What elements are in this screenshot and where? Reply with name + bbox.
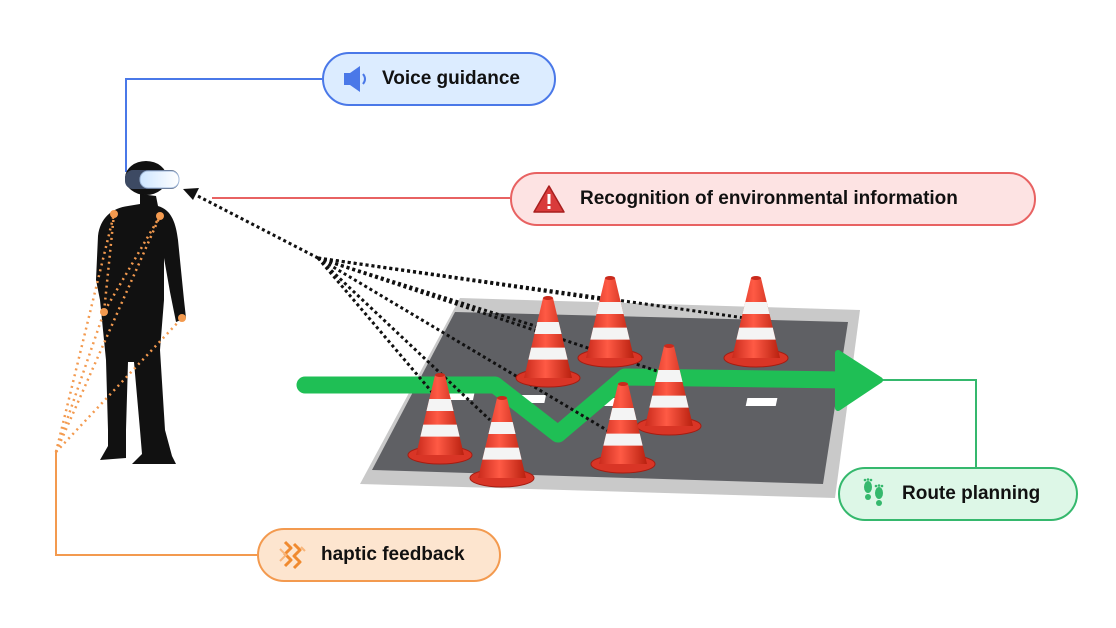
traffic-cone <box>590 382 656 474</box>
speaker-icon <box>342 64 368 94</box>
voice-guidance-box: Voice guidance <box>322 52 556 106</box>
recognition-box: Recognition of environmental information <box>510 172 1036 226</box>
traffic-cone <box>577 276 643 368</box>
route-planning-label: Route planning <box>902 483 1041 504</box>
person-silhouette <box>96 161 186 464</box>
haptic-feedback-box: haptic feedback <box>257 528 501 582</box>
haptic-sensors <box>100 210 186 322</box>
haptic-lines <box>54 213 183 453</box>
warning-triangle-icon <box>532 184 566 214</box>
traffic-cone <box>723 276 789 368</box>
voice-connector <box>125 78 322 172</box>
route-connector <box>878 379 977 467</box>
traffic-cone <box>407 373 473 465</box>
route-planning-box: Route planning <box>838 467 1078 521</box>
traffic-cone <box>636 344 702 436</box>
route-arrow <box>296 350 883 443</box>
ray-arrowhead <box>183 188 199 200</box>
traffic-cone <box>469 396 535 488</box>
haptic-feedback-label: haptic feedback <box>321 544 465 565</box>
haptic-connector <box>55 452 257 556</box>
footprints-icon <box>860 478 888 510</box>
recognition-label: Recognition of environmental information <box>580 188 958 209</box>
traffic-cone <box>515 296 581 388</box>
vr-headset <box>125 170 180 189</box>
vibration-icon <box>277 539 307 571</box>
voice-guidance-label: Voice guidance <box>382 68 520 89</box>
